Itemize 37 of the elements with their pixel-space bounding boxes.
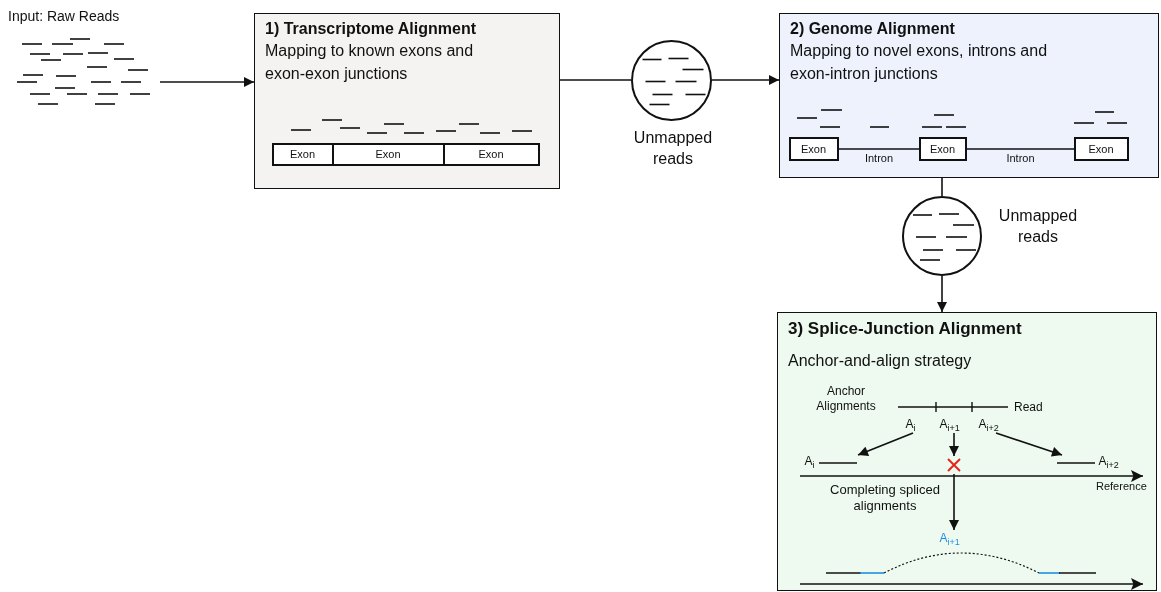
box-title: 3) Splice-Junction Alignment xyxy=(788,318,1023,340)
arrow xyxy=(949,432,959,457)
annotation-text: Completing spliced alignments xyxy=(829,482,941,515)
annotation-text: Anchor Alignments xyxy=(815,384,877,414)
segment-label: A$_{i+2}$ xyxy=(1098,452,1119,472)
stage-box xyxy=(777,312,1157,591)
exon-box: Exon xyxy=(271,142,334,166)
box-title: 2) Genome Alignment xyxy=(790,19,956,39)
caption-text: Unmapped reads xyxy=(632,128,714,169)
box-description: Mapping to novel exons, introns and exon-intron junctions xyxy=(790,41,1049,85)
annotation-text: Read xyxy=(1014,400,1044,415)
arrow xyxy=(711,75,780,85)
arrow xyxy=(937,275,947,313)
stage-box xyxy=(254,13,560,189)
arrow xyxy=(995,432,1063,457)
arrow xyxy=(949,473,959,531)
exon-box: Exon xyxy=(788,136,839,161)
box-description: Anchor-and-align strategy xyxy=(788,351,973,372)
box-description: Mapping to known exons and exon-exon junctions xyxy=(265,41,475,85)
exon-box: Exon xyxy=(918,136,967,161)
input-label: Input: Raw Reads xyxy=(8,8,121,24)
segment-label: A$_{i+1}$ xyxy=(939,529,960,551)
edge-label: Intron xyxy=(1006,152,1035,164)
segment-label: A$_{i+2}$ xyxy=(978,415,999,437)
segment-label: A$_{i+1}$ xyxy=(939,415,960,437)
segment-label: A$_{i}$ xyxy=(804,452,815,472)
arrow xyxy=(857,432,914,456)
annotation-text: Reference xyxy=(1096,480,1148,494)
exon-box: Exon xyxy=(331,142,445,166)
segment-label: A$_{i}$ xyxy=(905,415,916,437)
stage-box xyxy=(779,13,1159,178)
arrow xyxy=(159,77,255,87)
box-title: 1) Transcriptome Alignment xyxy=(265,19,477,39)
exon-box: Exon xyxy=(1073,136,1129,161)
exon-box: Exon xyxy=(442,142,540,166)
caption-text: Unmapped reads xyxy=(997,206,1079,247)
edge-label: Intron xyxy=(864,152,894,164)
